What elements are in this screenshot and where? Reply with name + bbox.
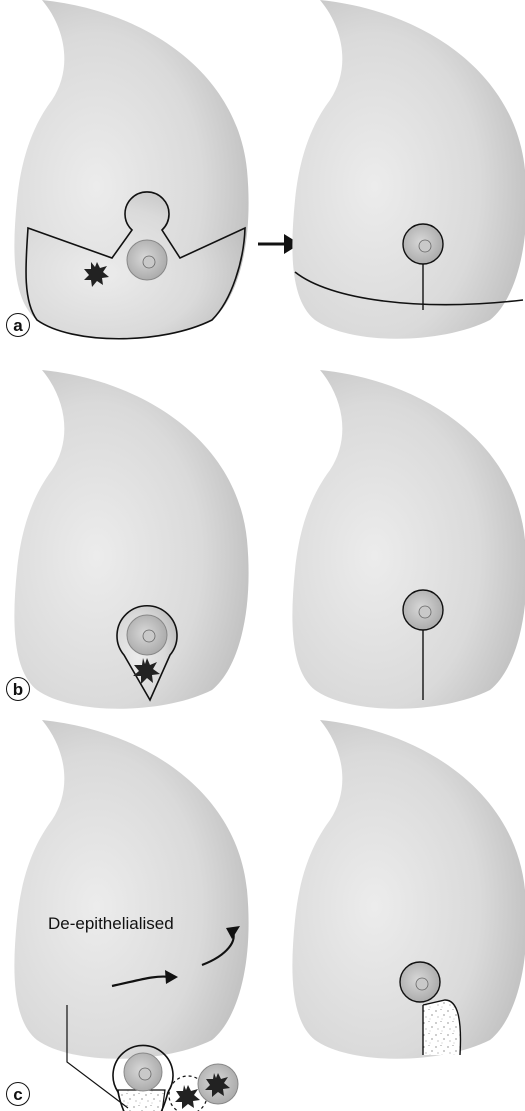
panel-label-b: b: [6, 677, 30, 701]
deepithelialised-area: [423, 1000, 460, 1055]
nipple-icon: [127, 615, 167, 655]
tumor-icon: [175, 1085, 200, 1109]
excised-specimen: [198, 1064, 238, 1104]
breast-a-right: [292, 0, 525, 339]
nipple-icon: [124, 1053, 162, 1091]
nipple-icon: [127, 240, 167, 280]
panel-label-c: c: [6, 1082, 30, 1106]
breast-b-right: [292, 370, 525, 709]
panel-label-a: a: [6, 313, 30, 337]
nipple-icon: [400, 962, 440, 1002]
nipple-icon: [403, 590, 443, 630]
nipple-icon: [403, 224, 443, 264]
breast-c-right: [292, 720, 525, 1059]
panel-a: [14, 0, 525, 339]
breast-b-left: [14, 370, 248, 709]
breast-a-left: [14, 0, 248, 339]
panel-b: [14, 370, 525, 709]
deepithelialised-area: [118, 1090, 165, 1111]
deepithelialised-annotation: De-epithelialised: [48, 914, 174, 934]
